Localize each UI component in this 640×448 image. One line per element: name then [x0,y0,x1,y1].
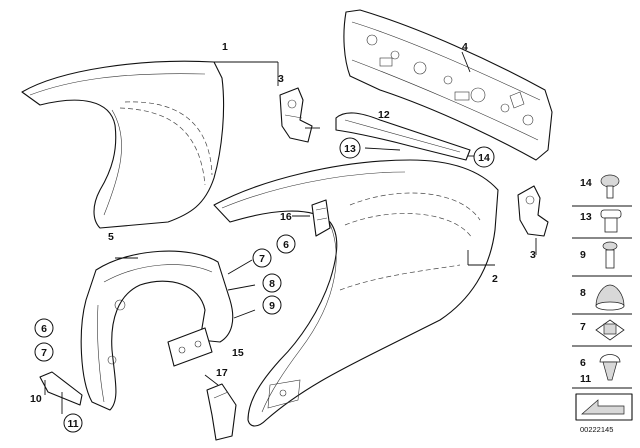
leader-lines [44,51,537,414]
bracket-part-3-lower [517,185,549,237]
svg-text:7: 7 [41,347,47,359]
legend-label-13: 13 [580,211,592,223]
svg-text:14: 14 [478,152,490,164]
callout-2: 2 [492,273,498,285]
callout-17: 17 [216,367,228,379]
rear-panel-part-4 [343,9,553,161]
callout-14-circle: 14 [473,146,495,168]
svg-text:13: 13 [344,143,356,155]
callout-1: 1 [222,41,228,53]
legend-label-6: 6 [580,357,586,369]
callout-16: 16 [280,211,292,223]
legend-label-11: 11 [580,373,591,385]
svg-text:11: 11 [67,418,78,430]
expanding-rivet-6-icon [599,354,621,381]
callout-5: 5 [108,231,114,243]
callout-labels: 1 3 4 12 2 3 5 16 15 17 10 [30,41,536,405]
side-panel-part-2 [213,159,499,427]
svg-text:6: 6 [41,323,47,335]
svg-text:7: 7 [259,253,265,265]
legend-label-8: 8 [580,287,586,299]
callout-12: 12 [378,109,390,121]
callout-3-upper: 3 [278,73,284,85]
strip-part-10 [39,371,83,406]
callout-11-circle: 11 [63,413,83,433]
side-panel-part-1 [21,60,225,229]
callout-8-circle: 8 [262,273,282,293]
screw-14-icon [600,174,620,199]
svg-text:9: 9 [269,300,275,312]
wheel-housing-part-5 [80,250,234,411]
plug-8-icon [595,284,625,311]
bracket-part-17 [206,383,237,441]
callout-3-lower: 3 [530,249,536,261]
legend-labels: 14 13 9 8 7 6 11 [580,177,592,385]
nut-7-icon [595,319,625,341]
legend-label-7: 7 [580,321,586,333]
callout-10: 10 [30,393,42,405]
reference-code: 00222145 [580,425,613,434]
svg-text:6: 6 [283,239,289,251]
grommet-13-icon [600,209,622,233]
legend-label-9: 9 [580,249,586,261]
legend-separators [572,205,632,389]
callout-4: 4 [462,41,468,53]
clip-9-icon [602,241,618,269]
callout-9-circle: 9 [262,295,282,315]
legend-icons [575,174,633,421]
callout-7-circle-a: 7 [252,248,272,268]
circled-callouts: 6 7 8 9 13 14 6 7 [34,137,495,433]
reference-arrow-icon [575,393,633,421]
svg-text:8: 8 [269,278,275,290]
bracket-part-15 [167,327,213,367]
bracket-part-3-upper [279,87,313,143]
trim-strip-part-12 [335,112,471,161]
callout-13-circle: 13 [339,137,361,159]
callout-6-circle-b: 6 [34,318,54,338]
callout-6-circle-a: 6 [276,234,296,254]
bracket-part-16 [311,199,331,237]
legend-label-14: 14 [580,177,592,189]
callout-7-circle-b: 7 [34,342,54,362]
callout-15: 15 [232,347,244,359]
